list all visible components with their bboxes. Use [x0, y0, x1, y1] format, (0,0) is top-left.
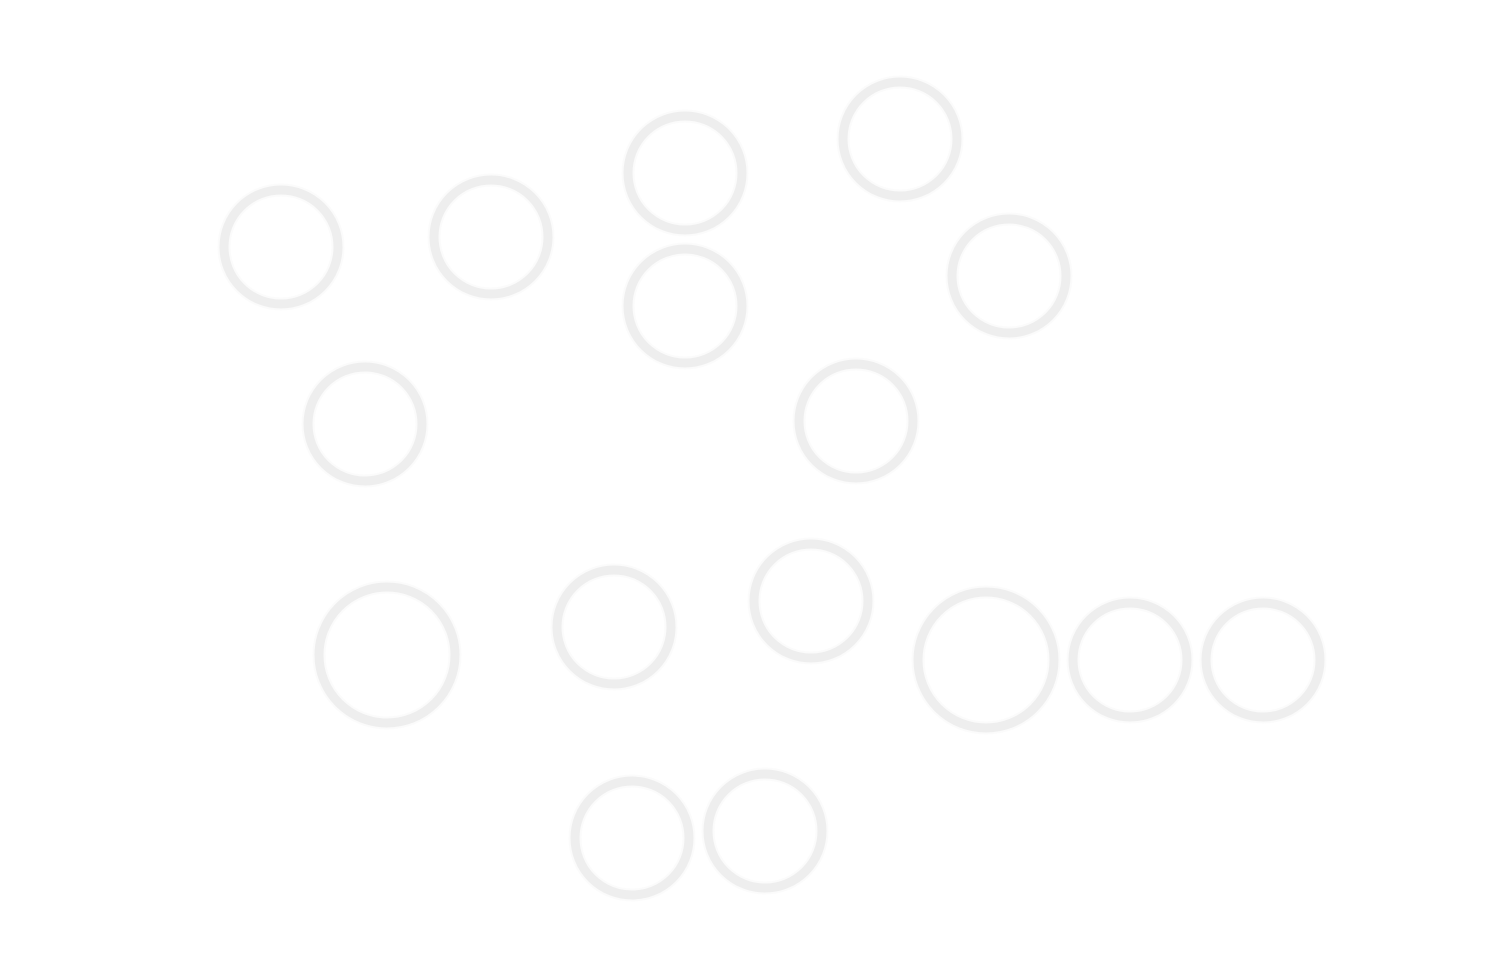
ring-3: [621, 109, 749, 237]
ring-10-outline: [552, 565, 676, 689]
ring-16: [701, 767, 829, 895]
ring-2-outline: [429, 175, 553, 299]
ring-9: [312, 580, 462, 730]
ring-11-outline: [749, 539, 873, 663]
ring-6: [945, 212, 1073, 340]
ring-12-outline: [913, 587, 1059, 733]
ring-6-outline: [947, 214, 1071, 338]
ring-15: [568, 774, 696, 902]
ring-16-outline: [703, 769, 827, 893]
ring-9-outline: [314, 582, 460, 728]
ring-10: [550, 563, 678, 691]
ring-8: [792, 357, 920, 485]
ring-12: [911, 585, 1061, 735]
ring-1: [217, 183, 345, 311]
ring-7-outline: [303, 362, 427, 486]
ring-14: [1199, 596, 1327, 724]
ring-15-outline: [570, 776, 694, 900]
ring-3-outline: [623, 111, 747, 235]
ring-5-outline: [623, 244, 747, 368]
ring-7: [301, 360, 429, 488]
ring-8-outline: [794, 359, 918, 483]
ring-11: [747, 537, 875, 665]
ring-2: [427, 173, 555, 301]
ring-13: [1066, 596, 1194, 724]
ring-4: [836, 75, 964, 203]
ring-4-outline: [838, 77, 962, 201]
ring-5: [621, 242, 749, 370]
ring-13-outline: [1068, 598, 1192, 722]
ring-14-outline: [1201, 598, 1325, 722]
ring-1-outline: [219, 185, 343, 309]
